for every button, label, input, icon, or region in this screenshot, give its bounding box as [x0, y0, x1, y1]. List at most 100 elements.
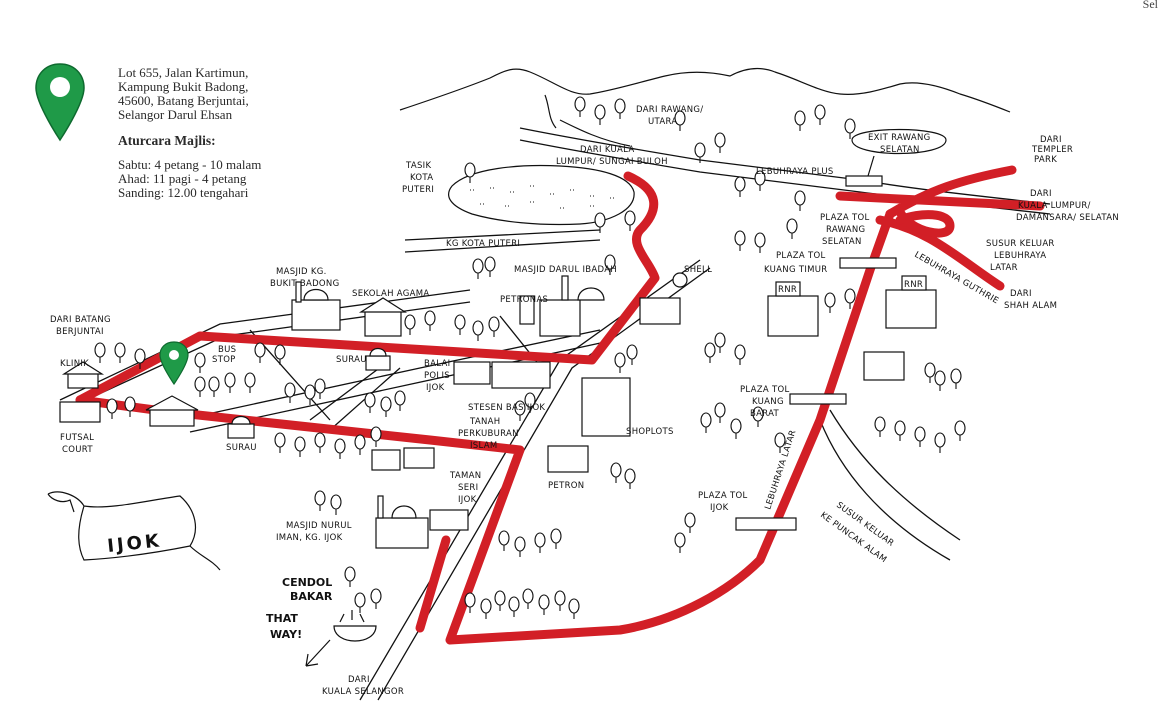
label-dari-kuala-selangor: DARI	[348, 675, 370, 685]
tree	[734, 230, 746, 251]
label-dari-kl-damansara: DAMANSARA/ SELATAN	[1016, 213, 1119, 223]
label-dari-kl-sungai-buloh: DARI KUALA	[580, 145, 634, 155]
venue-pin-icon	[159, 341, 189, 386]
tree	[824, 292, 836, 313]
tree	[364, 392, 376, 413]
label-dari-rawang: DARI RAWANG/	[636, 105, 703, 115]
label-cendol-bakar: CENDOL	[282, 576, 332, 589]
label-masjid-bukit-badong: BUKIT BADONG	[270, 279, 339, 289]
label-plaza-ijok: PLAZA TOL	[698, 491, 748, 501]
tree	[294, 436, 306, 457]
label-plaza-kuang-barat: KUANG	[752, 397, 784, 407]
tree	[734, 344, 746, 365]
tree	[314, 490, 326, 511]
label-templer: TEMPLER	[1031, 145, 1073, 155]
tree	[464, 592, 476, 613]
tree	[508, 596, 520, 617]
label-sekolah-agama: SEKOLAH AGAMA	[352, 289, 430, 299]
label-shoplots: SHOPLOTS	[626, 427, 674, 437]
tree	[954, 420, 966, 441]
tree	[344, 566, 356, 587]
label-balai-polis: BALAI	[424, 359, 450, 369]
label-rnr-1: RNR	[778, 285, 797, 295]
label-masjid-darul-ibadah: MASJID DARUL IBADAH	[514, 265, 617, 275]
arrow-icon	[305, 639, 331, 667]
tree	[194, 376, 206, 397]
label-rnr-2: RNR	[904, 280, 923, 290]
tree	[334, 438, 346, 459]
buildings	[59, 175, 937, 549]
tree	[522, 588, 534, 609]
route-to-venue	[75, 165, 1045, 645]
surau-2-building	[227, 423, 255, 439]
label-plaza-rawang: PLAZA TOL	[820, 213, 870, 223]
tree	[874, 416, 886, 437]
schedule-heading: Aturcara Majlis:	[118, 133, 216, 148]
label-balai-polis: POLIS	[424, 371, 450, 381]
label-tanah-perkuburan: ISLAM	[470, 441, 497, 451]
label-masjid-nurul-iman: MASJID NURUL	[286, 521, 352, 531]
tree	[274, 344, 286, 365]
label-that-way: THAT	[266, 612, 298, 625]
tree	[754, 232, 766, 253]
schedule-item: Sanding: 12.00 tengahari	[118, 185, 249, 200]
tree	[330, 494, 342, 515]
label-dari-kuala-selangor: KUALA SELANGOR	[322, 687, 404, 697]
label-susur-latar: LATAR	[990, 263, 1018, 273]
label-dari-kl-damansara: KUALA LUMPUR/	[1018, 201, 1091, 211]
taman-house	[371, 449, 401, 471]
masjid-darul-ibadah	[539, 299, 581, 337]
tree	[814, 104, 826, 125]
label-balai-polis: IJOK	[426, 383, 445, 393]
tree	[714, 402, 726, 423]
tree	[684, 512, 696, 533]
label-templer: PARK	[1034, 155, 1057, 165]
label-tasik: TASIK	[405, 161, 431, 171]
label-tasik: PUTERI	[402, 185, 434, 195]
label-klinik: KLINIK	[60, 359, 89, 369]
tree	[314, 378, 326, 399]
label-templer: DARI	[1040, 135, 1062, 145]
tree	[354, 434, 366, 455]
tree	[574, 96, 586, 117]
tree	[94, 342, 106, 363]
tree	[624, 468, 636, 489]
tree	[700, 412, 712, 433]
label-batang-berjuntai: DARI BATANG	[50, 315, 111, 325]
taman-house	[403, 447, 435, 469]
tree	[844, 288, 856, 309]
label-exit-rawang: SELATAN	[880, 145, 920, 155]
tree	[934, 432, 946, 453]
rnr-1-building	[767, 295, 819, 337]
tree	[714, 132, 726, 153]
label-batang-berjuntai: BERJUNTAI	[56, 327, 104, 337]
label-taman-seri-ijok: TAMAN	[449, 471, 481, 481]
tree	[624, 210, 636, 231]
petron-station	[547, 445, 589, 473]
tree	[754, 170, 766, 191]
plaza-tol-kuang-barat	[789, 393, 847, 405]
label-tanah-perkuburan: TANAH	[469, 417, 500, 427]
tree	[674, 110, 686, 131]
label-plaza-rawang: RAWANG	[826, 225, 865, 235]
plaza-tol-rawang-selatan	[845, 175, 883, 187]
balai-polis-building	[453, 361, 491, 385]
label-dari-kl-damansara: DARI	[1030, 189, 1052, 199]
label-bus-stop: STOP	[212, 355, 236, 365]
masjid-bukit-badong	[291, 299, 341, 331]
tasik-kota-puteri	[448, 164, 635, 226]
tree	[752, 406, 764, 427]
tree	[610, 462, 622, 483]
tree	[604, 254, 616, 275]
tree	[354, 592, 366, 613]
tree	[730, 418, 742, 439]
label-petronas: PETRONAS	[500, 295, 548, 305]
tree	[380, 396, 392, 417]
label-that-way: WAY!	[270, 628, 302, 641]
label-shah-alam: DARI	[1010, 289, 1032, 299]
tree	[614, 98, 626, 119]
cendol-bowl-icon	[333, 610, 377, 642]
tree	[106, 398, 118, 419]
label-bus-stop: BUS	[218, 345, 236, 355]
